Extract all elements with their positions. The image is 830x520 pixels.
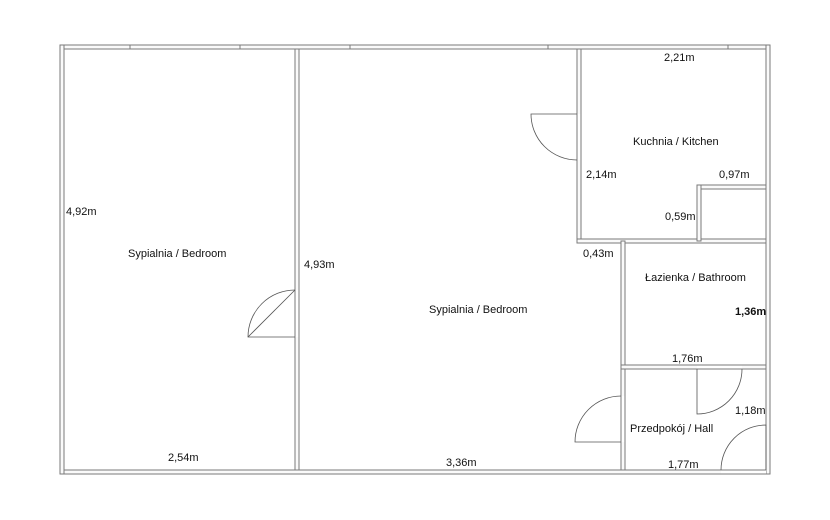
door-left-bedroom bbox=[247, 289, 296, 338]
dimension-hall-height: 1,18m bbox=[735, 405, 766, 417]
dimension-kitchen-height: 2,14m bbox=[586, 169, 617, 181]
door-bathroom bbox=[696, 368, 743, 415]
dimension-bathroom-height: 1,36m bbox=[735, 306, 767, 318]
door-kitchen bbox=[530, 113, 578, 161]
dimension-bathroom-width: 1,76m bbox=[672, 353, 703, 365]
room-label-bedroom-left: Sypialnia / Bedroom bbox=[128, 248, 227, 260]
room-label-hall: Przedpokój / Hall bbox=[630, 423, 714, 435]
dimension-bedroom-left-height: 4,92m bbox=[66, 206, 97, 218]
room-label-kitchen: Kuchnia / Kitchen bbox=[633, 136, 719, 148]
dimension-hall-width: 1,77m bbox=[668, 459, 699, 471]
wall-niche-left bbox=[696, 184, 702, 242]
dimension-kitchen-width: 2,21m bbox=[664, 52, 695, 64]
wall-niche-top bbox=[696, 184, 767, 190]
room-label-bathroom: Łazienka / Bathroom bbox=[645, 272, 746, 284]
dimension-bathroom-offset: 0,43m bbox=[583, 248, 614, 260]
room-label-bedroom-center: Sypialnia / Bedroom bbox=[429, 304, 528, 316]
dimension-bedroom-left-width: 2,54m bbox=[168, 452, 199, 464]
dimension-niche-width: 0,97m bbox=[719, 169, 750, 181]
window-marks bbox=[129, 45, 729, 49]
door-hall bbox=[574, 395, 622, 443]
wall-bath-left bbox=[620, 240, 626, 471]
wall-kitchen-bottom bbox=[576, 238, 767, 244]
door-entrance bbox=[720, 424, 767, 471]
wall-bedrooms bbox=[294, 48, 300, 471]
dimension-bedroom-center-width: 3,36m bbox=[446, 457, 477, 469]
dimension-niche-depth: 0,59m bbox=[665, 211, 696, 223]
dimension-bedroom-center-height: 4,93m bbox=[304, 259, 335, 271]
outer-wall bbox=[59, 44, 771, 475]
wall-bath-bottom bbox=[620, 364, 767, 370]
